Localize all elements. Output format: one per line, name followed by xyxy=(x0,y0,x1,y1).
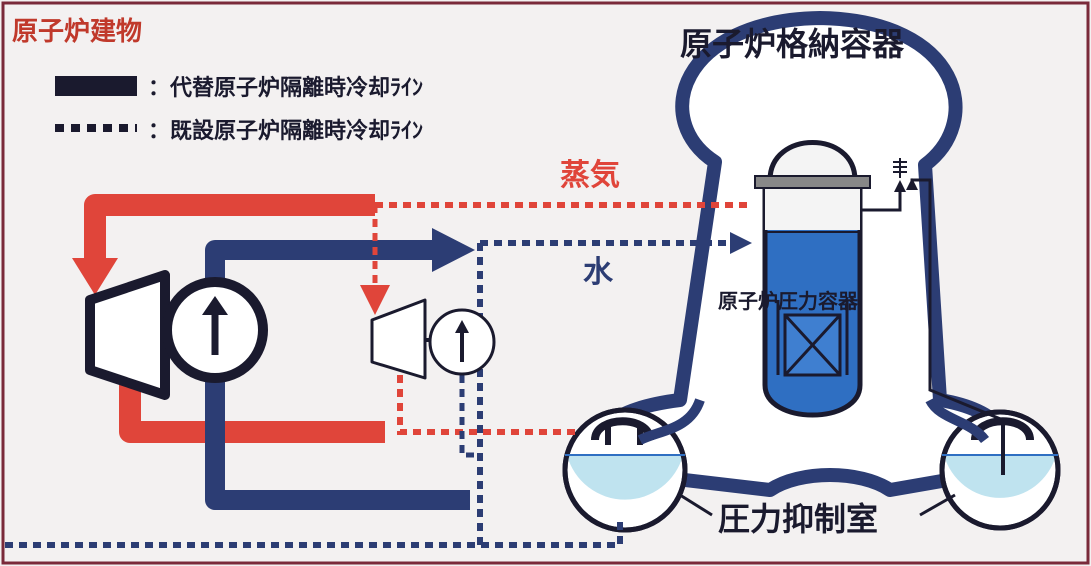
suppression-leader-left xyxy=(679,493,713,517)
new-water-suction xyxy=(205,380,470,510)
legend-new-line-label: ：代替原子炉隔離時冷却ﾗｲﾝ xyxy=(148,75,423,101)
existing-exhaust-line xyxy=(397,375,580,435)
suppression-chamber-right xyxy=(939,409,1061,531)
suppression-leader-right xyxy=(919,493,956,517)
legend-existing-line-label: ：既設原子炉隔離時冷却ﾗｲﾝ xyxy=(148,118,423,144)
steam-label: 蒸気 xyxy=(560,158,620,193)
reactor-pressure-vessel xyxy=(754,140,871,418)
existing-water-arrowhead xyxy=(730,232,752,254)
pump-up-arrow-icon xyxy=(162,277,268,383)
vent-pipe-left xyxy=(637,398,705,445)
legend-solid-swatch xyxy=(55,76,137,96)
water-label: 水 xyxy=(583,255,614,290)
building-label: 原子炉建物 xyxy=(12,17,142,47)
pump-up-arrow-icon xyxy=(428,308,496,376)
suppression-chamber-label: 圧力抑制室 xyxy=(718,500,878,538)
relief-valve-line xyxy=(860,158,1004,422)
new-water-arrowhead xyxy=(432,228,475,272)
turbine-trapezoid-icon xyxy=(85,270,170,400)
rpv-label: 原子炉圧力容器 xyxy=(718,289,859,313)
new-steam-arrowhead xyxy=(72,258,118,295)
valve-icon xyxy=(893,158,907,178)
vent-pipe-right xyxy=(925,397,989,444)
new-steam-line xyxy=(84,194,375,265)
existing-suction-line xyxy=(5,520,623,548)
containment-label: 原子炉格納容器 xyxy=(680,25,905,63)
turbine-trapezoid-icon xyxy=(370,298,438,380)
existing-pump-branch xyxy=(459,375,480,458)
new-exhaust-line xyxy=(119,385,385,443)
legend: ：代替原子炉隔離時冷却ﾗｲﾝ ：既設原子炉隔離時冷却ﾗｲﾝ xyxy=(55,75,423,144)
suppression-chamber-left xyxy=(562,407,688,533)
